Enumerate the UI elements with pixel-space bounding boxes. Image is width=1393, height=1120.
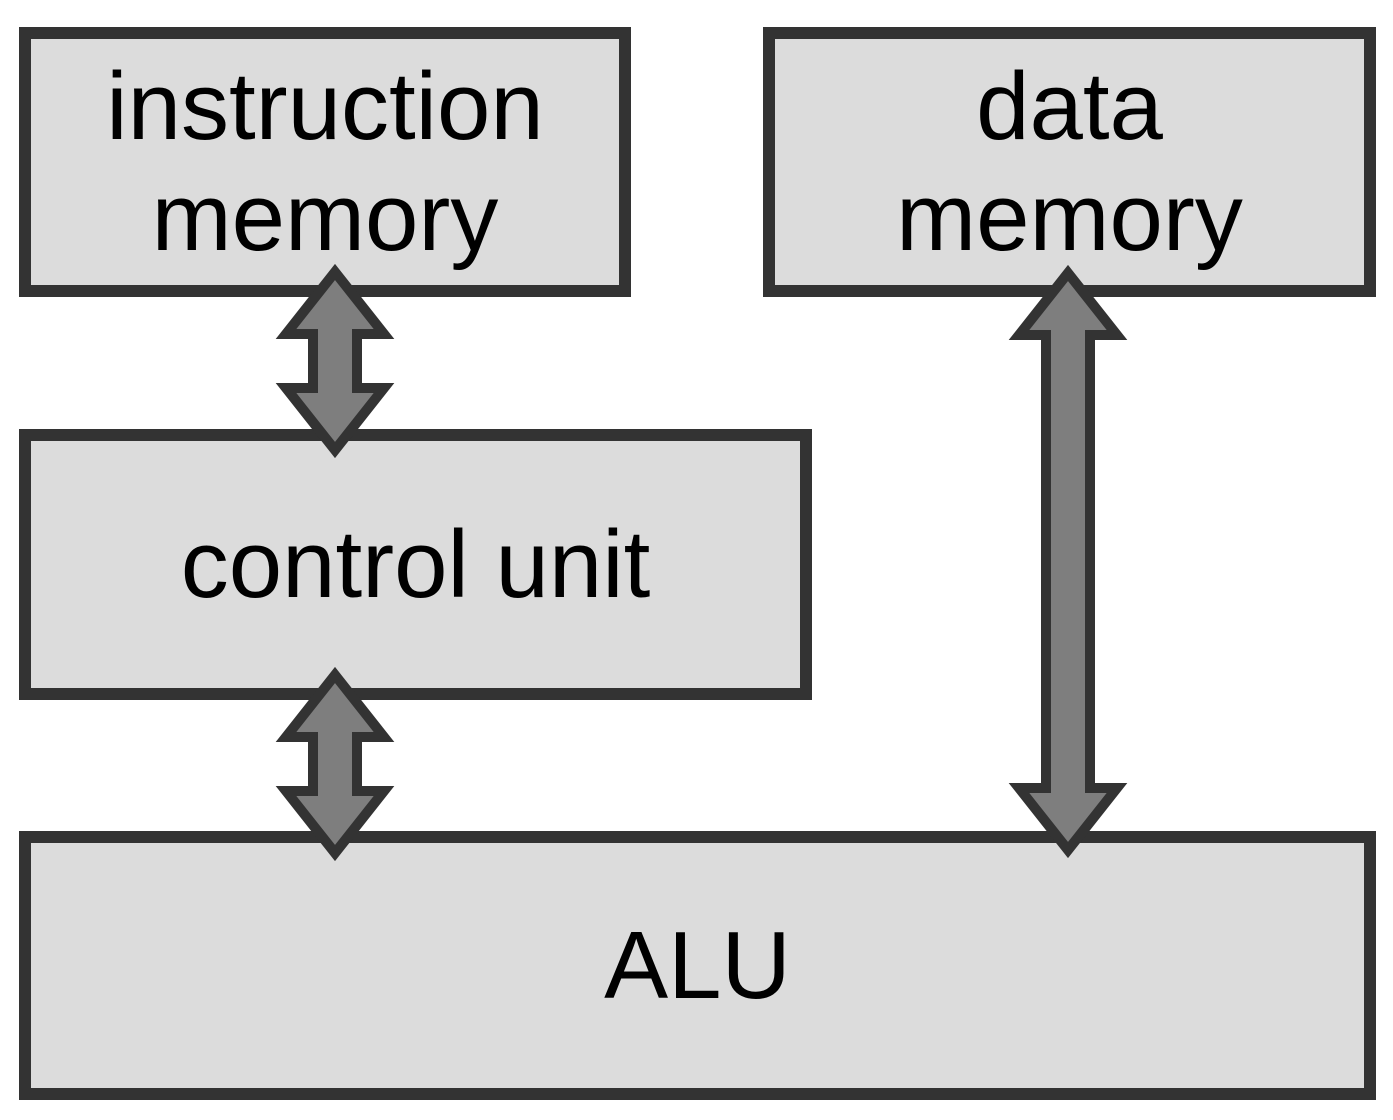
data-memory-label-line2: memory [896,164,1243,271]
double-arrow-instruction-memory-control-unit-icon [275,263,395,459]
control-unit-box: control unit [19,429,812,700]
data-memory-label-line1: data [976,52,1163,160]
alu-label: ALU [604,911,791,1019]
data-memory-box: data memory [763,27,1376,297]
instruction-memory-label-line2: memory [151,164,499,271]
instruction-memory-label-line1: instruction [106,52,544,160]
instruction-memory-box: instruction memory [19,27,631,297]
double-arrow-data-memory-alu-icon [1008,264,1128,859]
control-unit-label: control unit [180,510,651,618]
double-arrow-control-unit-alu-icon [275,666,395,862]
alu-box: ALU [19,831,1376,1100]
